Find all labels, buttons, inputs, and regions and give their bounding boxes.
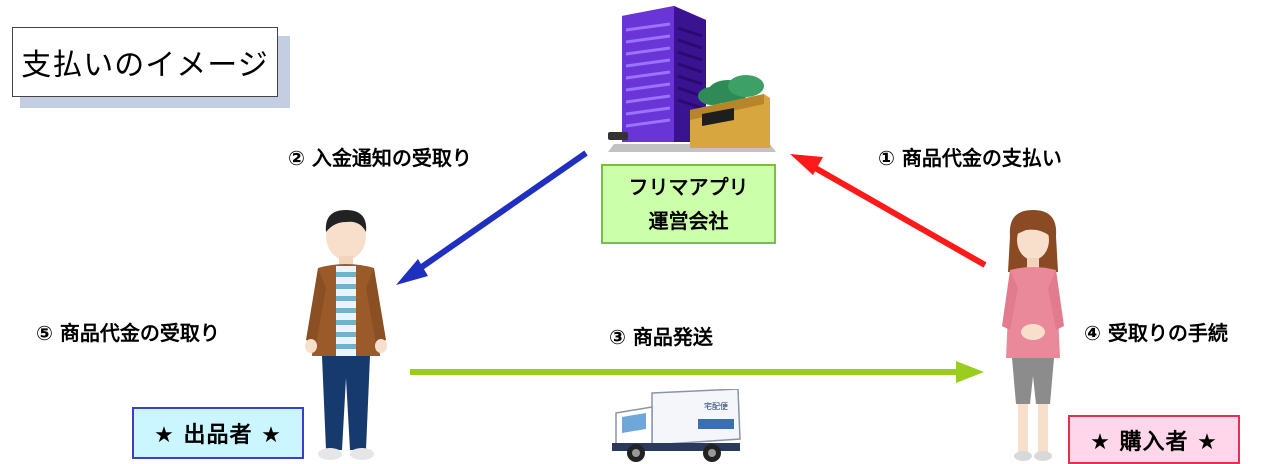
company-box: フリマアプリ 運営会社: [601, 164, 776, 244]
notice-arrow: [396, 150, 588, 285]
step2-label: ② 入金通知の受取り: [288, 146, 472, 170]
page-title: 支払いのイメージ: [12, 27, 278, 97]
building-icon: [608, 6, 776, 152]
company-name-line2: 運営会社: [648, 209, 729, 233]
step3-label: ③ 商品発送: [609, 325, 713, 349]
company-name-line1: フリマアプリ: [628, 175, 749, 199]
step5-label: ⑤ 商品代金の受取り: [36, 321, 220, 345]
delivery-truck-icon: 宅配便: [612, 389, 741, 462]
shipping-arrow: [410, 361, 984, 383]
seller-badge: ★ 出品者 ★: [132, 407, 304, 459]
seller-person-icon: [305, 210, 387, 460]
step1-label: ① 商品代金の支払い: [878, 146, 1062, 170]
buyer-badge: ★ 購入者 ★: [1068, 415, 1240, 464]
payment-arrow: [790, 154, 987, 268]
step4-label: ④ 受取りの手続: [1084, 321, 1228, 345]
buyer-person-icon: [1002, 210, 1064, 461]
truck-label: 宅配便: [704, 401, 728, 411]
